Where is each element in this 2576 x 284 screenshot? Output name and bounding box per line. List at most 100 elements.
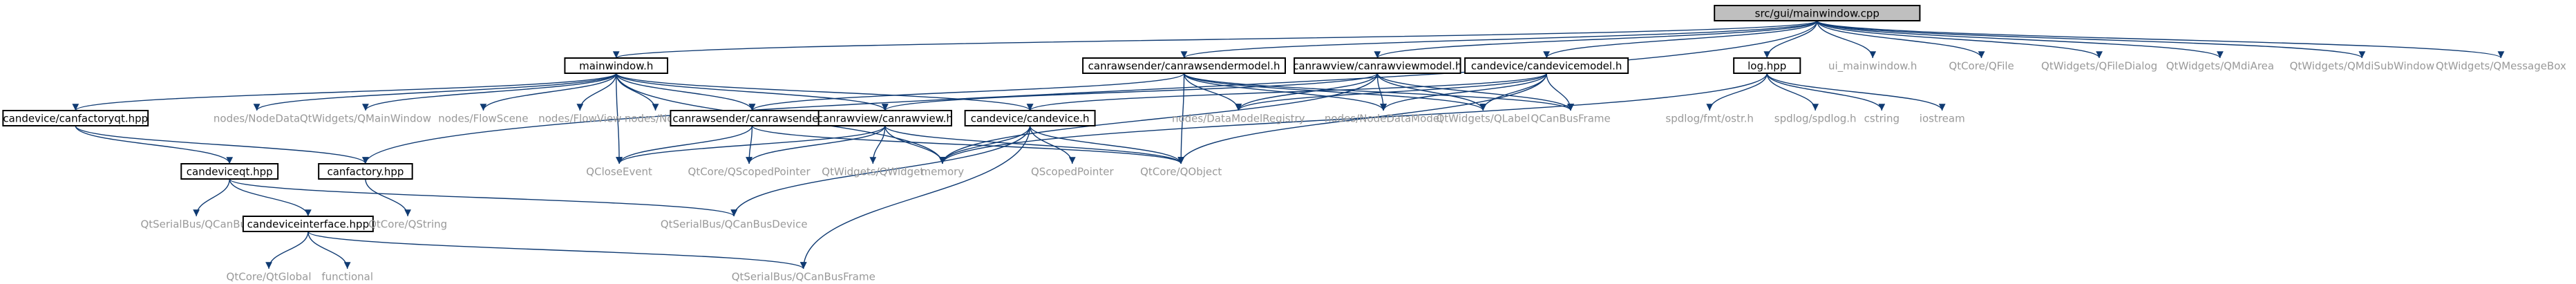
node-functional: functional — [321, 271, 373, 283]
edge-mainwindow_cpp-to-qtwidgets_qmdisubwindow — [1817, 20, 2365, 59]
node-label-mainwindow_cpp: src/gui/mainwindow.cpp — [1755, 8, 1879, 20]
node-log_hpp[interactable]: log.hpp — [1733, 57, 1801, 74]
node-label-canrawview_h: canrawview/canrawview.h — [817, 113, 953, 125]
node-qtwidgets_qwidget: QtWidgets/QWidget — [822, 166, 924, 178]
edge-canrawsendermodel_h-to-qtcore_qobject — [1177, 73, 1185, 164]
node-qtserialbus_qcanbusdevice: QtSerialBus/QCanBusDevice — [661, 218, 808, 231]
edge-canrawviewmodel_h-to-canrawview_h — [882, 73, 1379, 111]
node-label-canfactory_hpp: canfactory.hpp — [327, 166, 404, 178]
edge-mainwindow_h-to-canrawsender_h — [616, 73, 756, 111]
edge-log_hpp-to-cstring — [1766, 73, 1886, 111]
node-label-nodes_nodedata: nodes/NodeData — [214, 113, 300, 125]
edge-log_hpp-to-spdlog_spdlog_h — [1766, 73, 1819, 111]
edge-candeviceinterface_hpp-to-functional — [307, 231, 351, 269]
edge-candevice_h-to-memory — [938, 125, 1031, 164]
edge-mainwindow_cpp-to-qtcore_qfile — [1817, 20, 1985, 59]
node-label-spdlog_spdlog_h: spdlog/spdlog.h — [1774, 113, 1857, 125]
edge-mainwindow_h-to-canfactoryqt_hpp — [72, 73, 617, 111]
edge-canrawviewmodel_h-to-nodes_datamodelregistry — [1235, 73, 1379, 111]
node-qtwidgets_qfiledialog: QtWidgets/QFileDialog — [2041, 60, 2157, 73]
node-canfactoryqt_hpp[interactable]: candevice/canfactoryqt.hpp — [2, 110, 149, 126]
node-label-qtwidgets_qfiledialog: QtWidgets/QFileDialog — [2041, 60, 2157, 73]
node-memory: memory — [921, 166, 965, 178]
node-box-candeviceinterface_hpp — [242, 216, 374, 232]
node-candevicemodel_h[interactable]: candevice/candevicemodel.h — [1464, 57, 1629, 74]
node-label-qtcore_qstring: QtCore/QString — [368, 218, 447, 231]
edge-mainwindow_h-to-nodes_flowview — [576, 73, 617, 111]
edge-candeviceinterface_hpp-to-qtcore_qtglobal — [265, 231, 309, 269]
edge-candevicemodel_h-to-nodes_nodedatamodel — [1380, 73, 1547, 111]
nodes-layer: src/gui/mainwindow.cpp mainwindow.h canraw… — [2, 5, 2566, 283]
node-mainwindow_cpp[interactable]: src/gui/mainwindow.cpp — [1714, 5, 1921, 21]
node-label-candevicemodel_h: candevice/candevicemodel.h — [1471, 60, 1622, 73]
edge-mainwindow_cpp-to-qtwidgets_qmessagebox — [1817, 20, 2504, 59]
node-canrawview_h[interactable]: canrawview/canrawview.h — [817, 110, 953, 126]
node-cstring: cstring — [1864, 113, 1900, 125]
node-qtwidgets_qmdiarea: QtWidgets/QMdiArea — [2166, 60, 2274, 73]
node-canfactory_hpp[interactable]: canfactory.hpp — [318, 163, 413, 180]
edge-canrawview_h-to-qcloseevent — [616, 125, 886, 164]
node-label-nodes_flowview: nodes/FlowView — [538, 113, 621, 125]
node-box-candeviceqt_hpp — [180, 163, 279, 180]
node-box-candevice_h — [964, 110, 1096, 126]
node-label-candeviceinterface_hpp: candeviceinterface.hpp — [247, 218, 369, 231]
edge-candeviceqt_hpp-to-qtserialbus_qcanbusdevice — [229, 178, 737, 217]
edge-canrawviewmodel_h-to-qtwidgets_qlabel — [1376, 73, 1487, 111]
node-ui_mainwindow_h: ui_mainwindow.h — [1828, 60, 1917, 73]
node-box-canfactoryqt_hpp — [2, 110, 149, 126]
node-label-nodes_flowscene: nodes/FlowScene — [438, 113, 528, 125]
node-iostream: iostream — [1920, 113, 1965, 125]
edge-mainwindow_cpp-to-canrawviewmodel_h — [1374, 20, 1818, 59]
edge-mainwindow_h-to-canrawview_h — [616, 73, 889, 111]
edge-candevice_h-to-qtcore_qobject — [1029, 125, 1185, 164]
node-qtcore_qstring: QtCore/QString — [368, 218, 447, 231]
node-nodes_flowview: nodes/FlowView — [538, 113, 621, 125]
edge-candeviceqt_hpp-to-candeviceinterface_hpp — [229, 178, 312, 217]
node-qtcore_qtglobal: QtCore/QtGlobal — [227, 271, 312, 283]
node-label-qtserialbus_qcanbusframe: QtSerialBus/QCanBusFrame — [732, 271, 875, 283]
node-label-qtwidgets_qmainwindow: QtWidgets/QMainWindow — [300, 113, 431, 125]
edge-candevice_h-to-qtserialbus_qcanbusdevice — [730, 125, 1031, 217]
node-canrawsendermodel_h[interactable]: canrawsender/canrawsendermodel.h — [1082, 57, 1287, 74]
edge-mainwindow_h-to-qtwidgets_qmainwindow — [362, 73, 617, 111]
edge-log_hpp-to-spdlog_fmt_ostr_h — [1706, 73, 1768, 111]
node-label-qscopedpointer: QScopedPointer — [1031, 166, 1114, 178]
node-box-canrawviewmodel_h — [1294, 57, 1461, 74]
node-candevice_h[interactable]: candevice/candevice.h — [964, 110, 1096, 126]
node-mainwindow_h[interactable]: mainwindow.h — [564, 57, 669, 74]
node-label-iostream: iostream — [1920, 113, 1965, 125]
node-qtcore_qfile: QtCore/QFile — [1949, 60, 2014, 73]
edge-candevice_h-to-qtserialbus_qcanbusframe — [799, 125, 1031, 269]
edge-candeviceqt_hpp-to-qtserialbus_qcanbus — [193, 178, 230, 217]
node-label-mainwindow_h: mainwindow.h — [579, 60, 653, 73]
edge-canfactory_hpp-to-qtcore_qstring — [365, 178, 412, 217]
node-label-qtserialbus_qcanbusdevice: QtSerialBus/QCanBusDevice — [661, 218, 808, 231]
node-box-canrawsendermodel_h — [1082, 57, 1287, 74]
node-label-nodes_datamodelregistry: nodes/DataModelRegistry — [1172, 113, 1305, 125]
node-label-qtcore_qfile: QtCore/QFile — [1949, 60, 2014, 73]
node-box-candevicemodel_h — [1464, 57, 1629, 74]
edge-canrawsender_h-to-qcloseevent — [616, 125, 753, 164]
node-label-ui_mainwindow_h: ui_mainwindow.h — [1828, 60, 1917, 73]
node-spdlog_spdlog_h: spdlog/spdlog.h — [1774, 113, 1857, 125]
edge-canrawviewmodel_h-to-qcanbusframe — [1376, 73, 1574, 111]
edge-mainwindow_h-to-candevice_h — [616, 73, 1034, 111]
edge-canrawview_h-to-memory — [884, 125, 946, 164]
node-canrawviewmodel_h[interactable]: canrawview/canrawviewmodel.h — [1293, 57, 1461, 74]
node-nodes_nodedata: nodes/NodeData — [214, 113, 300, 125]
node-qtwidgets_qmdisubwindow: QtWidgets/QMdiSubWindow — [2290, 60, 2435, 73]
edge-canrawsender_h-to-qtcore_qobject — [751, 125, 1184, 164]
edge-canrawviewmodel_h-to-memory — [939, 73, 1379, 164]
node-canrawsender_h[interactable]: canrawsender/canrawsender.h — [670, 110, 835, 126]
node-nodes_datamodelregistry: nodes/DataModelRegistry — [1172, 113, 1305, 125]
node-label-canrawviewmodel_h: canrawview/canrawviewmodel.h — [1293, 60, 1461, 73]
node-candeviceqt_hpp[interactable]: candeviceqt.hpp — [180, 163, 279, 180]
edge-mainwindow_h-to-qcloseevent — [616, 73, 623, 164]
node-label-qtwidgets_qlabel: QtWidgets/QLabel — [1436, 113, 1530, 125]
node-label-qtwidgets_qwidget: QtWidgets/QWidget — [822, 166, 924, 178]
edge-mainwindow_cpp-to-canfactory_hpp — [362, 20, 1818, 164]
node-candeviceinterface_hpp[interactable]: candeviceinterface.hpp — [242, 216, 374, 232]
node-label-log_hpp: log.hpp — [1748, 60, 1786, 73]
node-label-nodes_nodedatamodel: nodes/NodeDataModel — [1325, 113, 1442, 125]
edge-mainwindow_h-to-nodes_flowscene — [480, 73, 617, 111]
